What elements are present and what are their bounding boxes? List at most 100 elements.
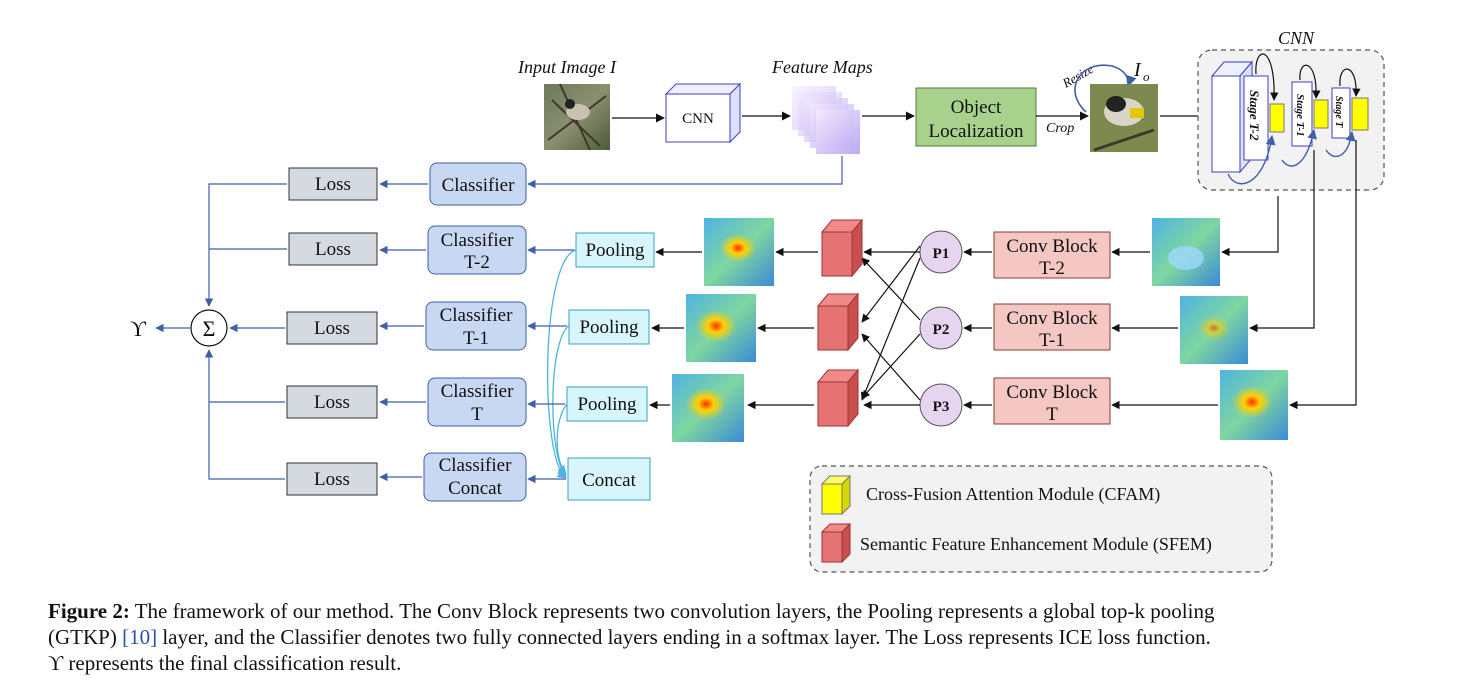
cnn-block: CNN (664, 82, 742, 144)
figure-caption: Figure 2: The framework of our method. T… (48, 598, 1448, 676)
classifier-t1-line1: Classifier (440, 305, 513, 326)
diagram-canvas: Input Image I CNN Feature Maps Object Lo… (130, 28, 1385, 573)
heatmap-t1-input (1180, 296, 1248, 364)
p3-node: P3 (919, 383, 963, 427)
heatmap-t-input (1220, 370, 1288, 440)
conv-block-t1: Conv Block T-1 (993, 303, 1111, 351)
p3-label: P3 (933, 399, 950, 415)
caption-line-1: Figure 2: The framework of our method. T… (48, 598, 1448, 624)
classifier-t2: Classifier T-2 (427, 225, 527, 275)
stage-t-output (1289, 140, 1357, 410)
caption-line1-text: The framework of our method. The Conv Bl… (129, 599, 1215, 623)
conv-block-t: Conv Block T (993, 377, 1111, 425)
conv-block-t-line2: T (1046, 404, 1058, 425)
loss-0: Loss (288, 167, 378, 201)
cnn-backbone-label: CNN (1278, 28, 1315, 48)
pooling-t: Pooling (566, 386, 648, 422)
stage-t1-label: Stage T-1 (1294, 94, 1306, 137)
stage-t2-label: Stage T-2 (1247, 90, 1262, 141)
classifier-concat: Classifier Concat (423, 452, 527, 502)
pooling-t-label: Pooling (577, 394, 637, 415)
caption-figure-label: Figure 2: (48, 599, 130, 623)
classifier-concat-line2: Concat (448, 478, 503, 499)
caption-citation-link[interactable]: [10] (122, 625, 158, 649)
loss-t1: Loss (286, 311, 378, 345)
loss-0-label: Loss (315, 174, 351, 195)
heatmap-t2-output (704, 218, 774, 286)
loss-t: Loss (286, 385, 378, 419)
loss-t2: Loss (288, 232, 378, 266)
resize-arrow (1074, 64, 1137, 113)
legend-sfem-label: Semantic Feature Enhancement Module (SFE… (860, 534, 1212, 555)
p2-node: P2 (919, 306, 963, 350)
p1-node: P1 (919, 230, 963, 274)
upsilon-output: ϒ (130, 316, 147, 341)
classifier-0: Classifier (429, 162, 527, 206)
object-localization-line2: Localization (929, 121, 1024, 142)
legend-sfem-icon (820, 522, 852, 564)
classifier-0-line1: Classifier (442, 175, 515, 196)
classifier-concat-line1: Classifier (439, 455, 512, 476)
classifier-t-line1: Classifier (441, 381, 514, 402)
classifier-t1-line2: T-1 (463, 328, 489, 349)
cnn-backbone: CNN Stage T-2 Stage T-1 Stage T (1197, 28, 1385, 191)
stage-t2-output (1221, 196, 1279, 257)
classifier-t2-line1: Classifier (441, 230, 514, 251)
pooling-t1-label: Pooling (579, 317, 639, 338)
sfem-cube-2 (816, 292, 860, 352)
input-image (544, 83, 610, 151)
caption-line3-text: ϒ represents the final classification re… (48, 651, 402, 675)
p1-label: P1 (933, 246, 950, 262)
sfem-cube-3 (816, 368, 860, 428)
conv-block-t2-line1: Conv Block (1006, 236, 1098, 257)
object-localization-box: Object Localization (915, 87, 1037, 147)
loss-t2-label: Loss (315, 239, 351, 260)
heatmap-t2-input (1152, 218, 1220, 286)
conv-block-t2: Conv Block T-2 (993, 231, 1111, 279)
sum-symbol: Σ (203, 316, 216, 341)
pooling-t2: Pooling (575, 232, 655, 268)
classifier-t1: Classifier T-1 (425, 301, 527, 351)
classifier-t2-line2: T-2 (464, 252, 490, 273)
heatmap-t1-output (686, 294, 756, 362)
caption-line-3: ϒ represents the final classification re… (48, 650, 1448, 676)
concat-box: Concat (567, 457, 651, 501)
conv-block-t-line1: Conv Block (1006, 382, 1098, 403)
heatmap-t-output (672, 374, 744, 442)
feature-maps-stack (792, 86, 860, 154)
feature-maps-label: Feature Maps (771, 57, 873, 77)
caption-line-2: (GTKP) [10] layer, and the Classifier de… (48, 624, 1448, 650)
stage-t-label: Stage T (1333, 96, 1344, 128)
object-localization-line1: Object (951, 97, 1002, 118)
io-label-main: I (1133, 59, 1142, 81)
conv-block-t2-line2: T-2 (1039, 258, 1065, 279)
caption-line2-pre: (GTKP) (48, 625, 123, 649)
loss-t-label: Loss (314, 392, 350, 413)
legend-cfam-icon (820, 474, 852, 516)
pooling-t2-label: Pooling (585, 240, 645, 261)
io-label-sub: o (1143, 69, 1150, 84)
pooling-t1: Pooling (568, 309, 650, 345)
features-to-classifier (527, 156, 843, 189)
loss-t1-label: Loss (314, 318, 350, 339)
input-image-label: Input Image I (517, 57, 617, 77)
loss-concat-label: Loss (314, 469, 350, 490)
stage-t1-output (1249, 150, 1315, 333)
crop-label: Crop (1046, 121, 1074, 136)
cnn-label: CNN (682, 111, 714, 127)
legend: Cross-Fusion Attention Module (CFAM) Sem… (809, 465, 1273, 573)
cropped-image (1090, 84, 1158, 152)
conv-block-t1-line2: T-1 (1039, 330, 1065, 351)
classifier-t-line2: T (471, 404, 483, 425)
p2-label: P2 (933, 322, 950, 338)
sum-node: Σ (190, 309, 228, 347)
concat-label: Concat (582, 470, 637, 491)
io-label: I o (1133, 59, 1150, 84)
conv-block-t1-line1: Conv Block (1006, 308, 1098, 329)
loss-concat: Loss (286, 462, 378, 496)
legend-cfam-label: Cross-Fusion Attention Module (CFAM) (866, 484, 1160, 505)
sfem-cube-1 (820, 218, 864, 278)
caption-line2-post: layer, and the Classifier denotes two fu… (157, 625, 1211, 649)
classifier-t: Classifier T (427, 377, 527, 427)
